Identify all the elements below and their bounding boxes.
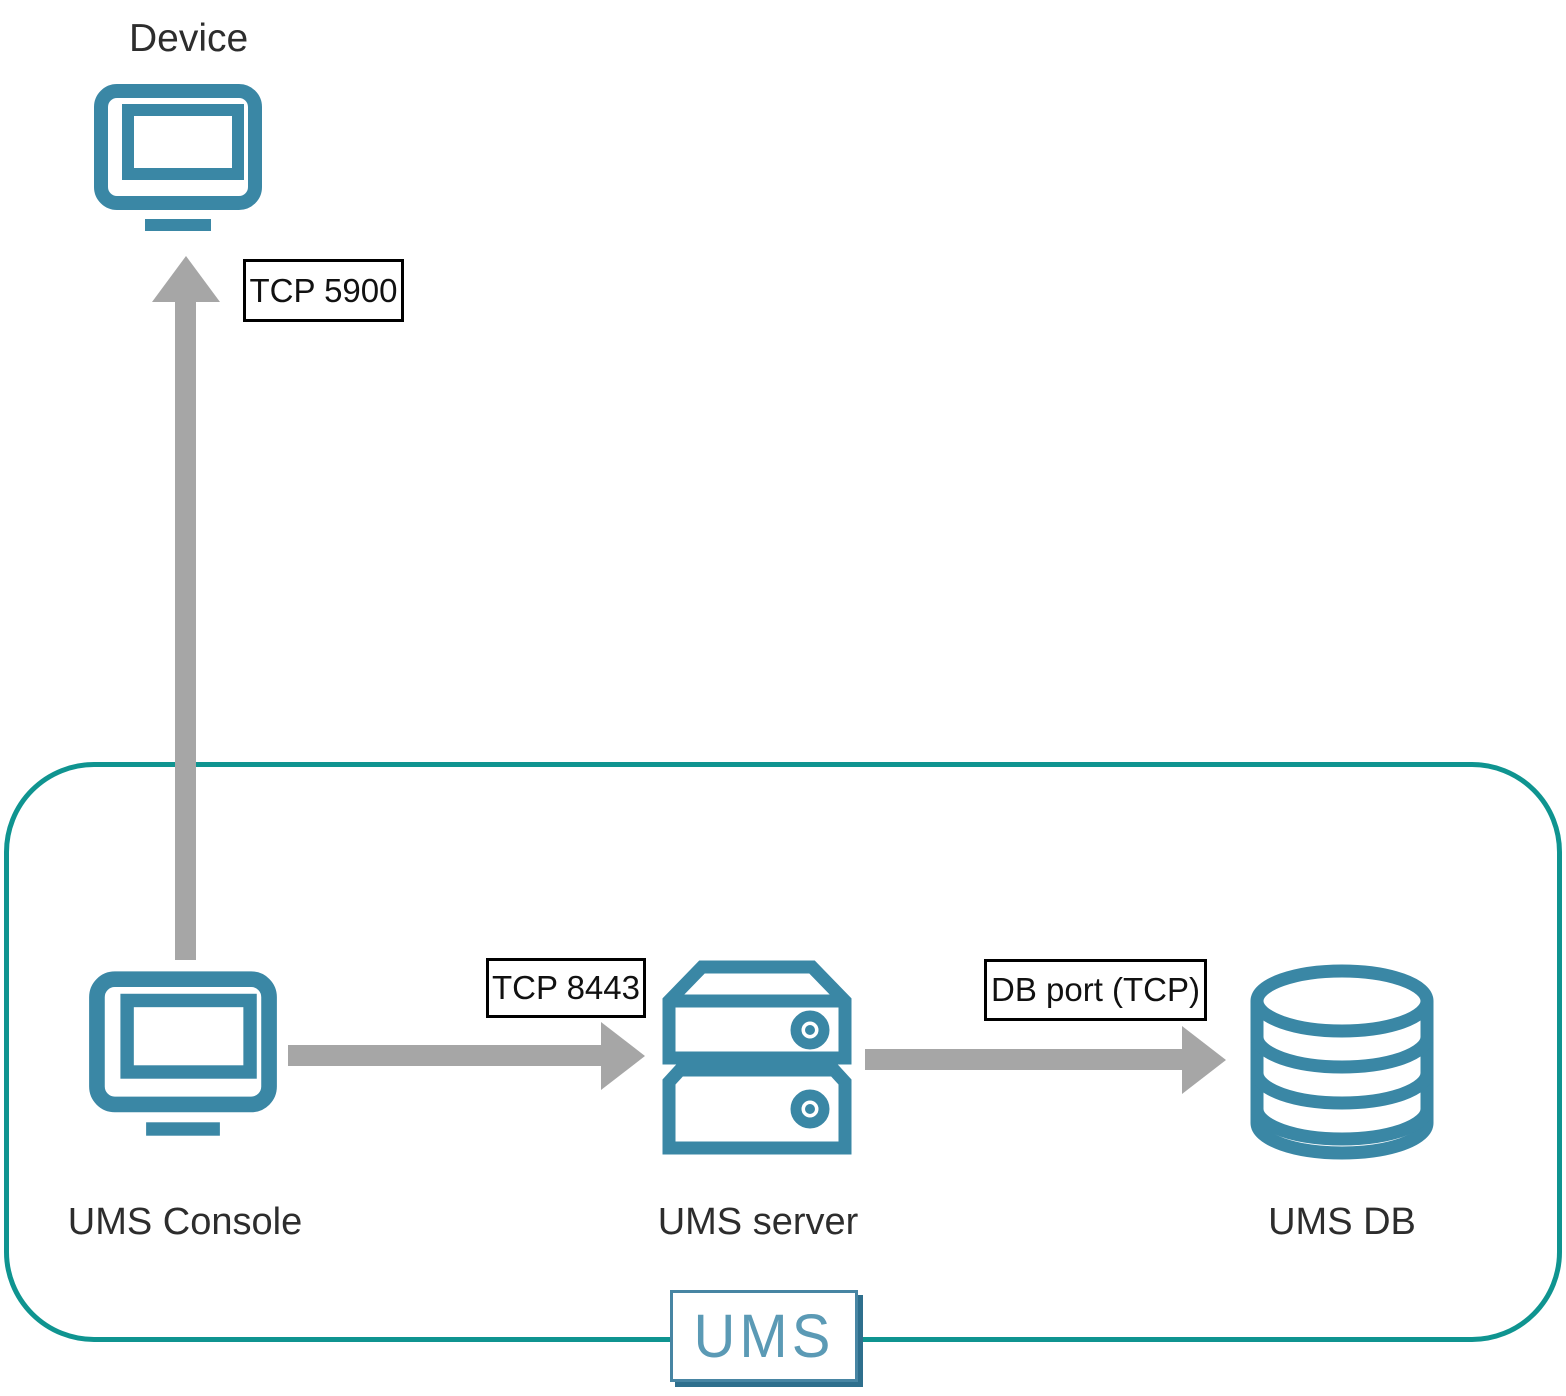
arrow-console-to-device [175, 298, 196, 960]
arrowhead-right-icon [1182, 1026, 1226, 1094]
port-label-text: TCP 8443 [492, 969, 640, 1006]
ums-server-label: UMS server [657, 1201, 859, 1243]
database-icon [1250, 963, 1434, 1161]
port-label-tcp-8443: TCP 8443 [486, 958, 646, 1018]
port-label-tcp-5900: TCP 5900 [243, 259, 404, 322]
ums-db-label: UMS DB [1268, 1201, 1416, 1243]
port-label-text: DB port (TCP) [990, 971, 1201, 1008]
monitor-icon [93, 83, 263, 231]
port-label-db-port: DB port (TCP) [984, 959, 1207, 1021]
device-label: Device [129, 17, 249, 60]
ums-console-label: UMS Console [67, 1201, 303, 1243]
arrow-server-to-db [865, 1049, 1185, 1070]
server-icon [662, 960, 852, 1155]
ums-badge-text: UMS [693, 1301, 835, 1371]
arrowhead-right-icon [601, 1022, 645, 1090]
monitor-icon [88, 970, 278, 1136]
arrowhead-up-icon [152, 256, 220, 302]
arrow-console-to-server [288, 1045, 604, 1066]
port-label-text: TCP 5900 [249, 271, 398, 309]
ums-badge: UMS [670, 1290, 858, 1382]
